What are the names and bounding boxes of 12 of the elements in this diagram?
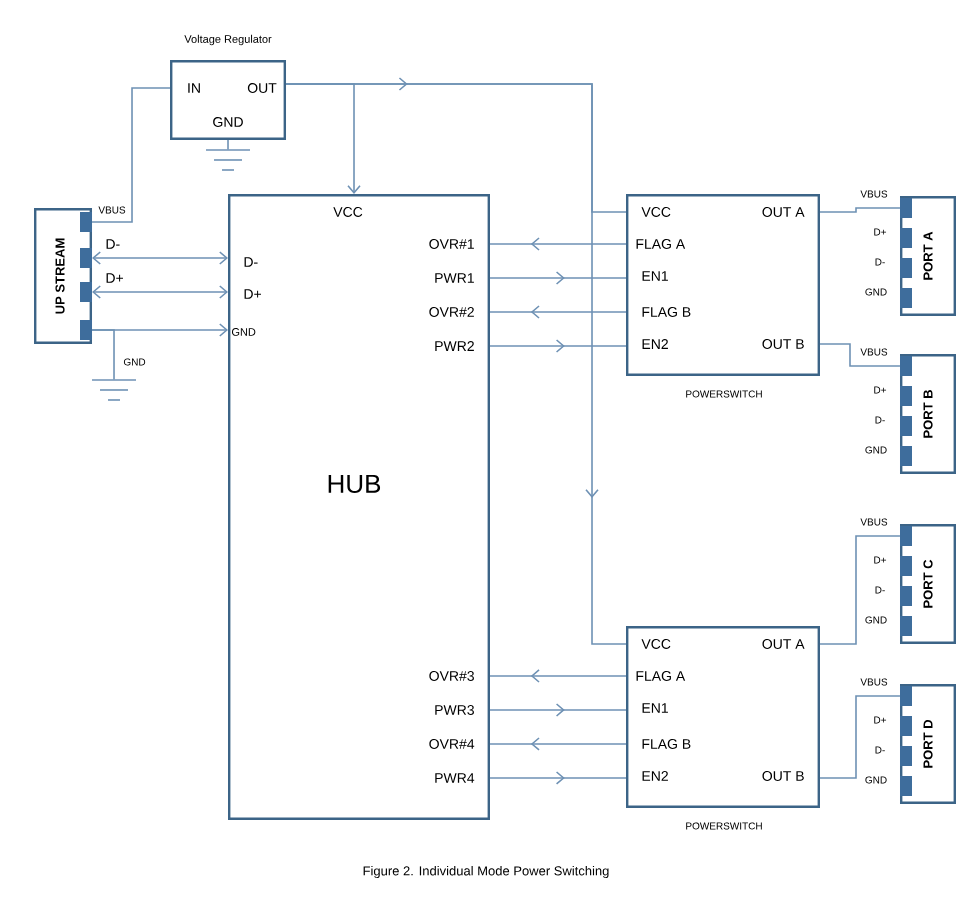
ground-symbol <box>91 379 137 401</box>
arrow <box>92 251 229 265</box>
wire <box>819 695 901 779</box>
block-label: HUB <box>328 474 381 494</box>
wire <box>227 139 229 151</box>
wire <box>91 329 115 381</box>
wire <box>91 87 171 223</box>
arrow <box>92 285 229 299</box>
wire <box>819 207 901 213</box>
wire <box>819 535 901 645</box>
wire <box>819 343 901 367</box>
ground-symbol <box>205 149 251 171</box>
